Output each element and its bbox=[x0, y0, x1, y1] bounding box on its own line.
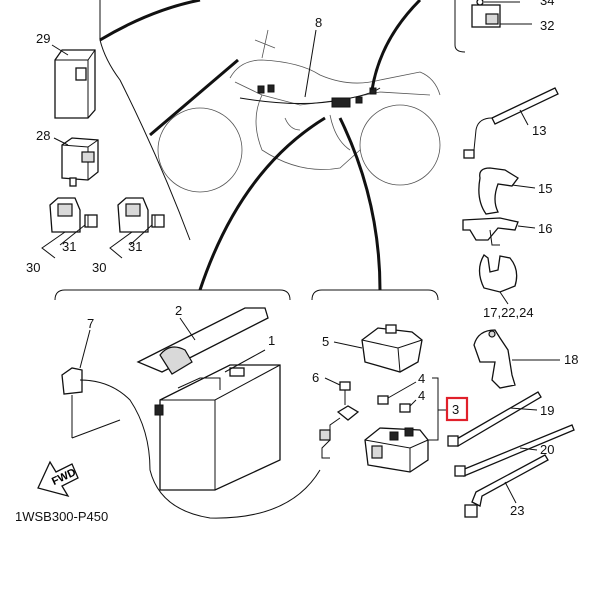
part-29-control-unit bbox=[54, 49, 96, 119]
part-28-relay bbox=[61, 137, 99, 187]
part-18-clamp bbox=[473, 329, 560, 389]
label-23: 23 bbox=[510, 503, 524, 518]
label-18: 18 bbox=[564, 352, 578, 367]
label-4-lower: 4 bbox=[418, 388, 425, 403]
label-4-upper: 4 bbox=[418, 371, 425, 386]
label-15: 15 bbox=[538, 181, 552, 196]
part-20-cable-tie bbox=[454, 424, 575, 477]
label-30-right: 30 bbox=[92, 260, 106, 275]
drawing-code: 1WSB300-P450 bbox=[15, 509, 108, 524]
label-13: 13 bbox=[532, 123, 546, 138]
fwd-arrow-icon: FWD bbox=[37, 460, 79, 498]
part-31-connector-left bbox=[49, 197, 98, 233]
label-1: 1 bbox=[268, 333, 275, 348]
label-31-left: 31 bbox=[62, 239, 76, 254]
label-3[interactable]: 3 bbox=[452, 402, 459, 417]
part-31-connector-right bbox=[117, 197, 165, 233]
part-16-clamp bbox=[462, 217, 536, 246]
starter-relay bbox=[319, 405, 429, 473]
relay-group-bracket-lower bbox=[311, 289, 439, 301]
part-2-battery-band bbox=[136, 307, 269, 375]
part-7-lead-wire bbox=[61, 329, 321, 519]
label-2: 2 bbox=[175, 303, 182, 318]
part-19-cable-tie bbox=[447, 391, 542, 447]
part-6-bolt bbox=[324, 377, 351, 405]
part-4-fuses bbox=[377, 381, 417, 413]
label-7: 7 bbox=[87, 316, 94, 331]
label-28: 28 bbox=[36, 128, 50, 143]
part-17-22-24-clamp bbox=[478, 254, 518, 305]
guide-lines bbox=[99, 0, 422, 291]
part-15-clamp bbox=[478, 167, 536, 215]
part-1-battery bbox=[154, 349, 281, 491]
relay-group-bracket bbox=[99, 0, 191, 241]
label-34: 34 bbox=[540, 0, 554, 8]
label-5: 5 bbox=[322, 334, 329, 349]
label-32: 32 bbox=[540, 18, 554, 33]
label-30-left: 30 bbox=[26, 260, 40, 275]
label-31-right: 31 bbox=[128, 239, 142, 254]
battery-group-bracket bbox=[54, 289, 291, 301]
motorcycle-outline bbox=[157, 29, 441, 193]
part-32-connector bbox=[454, 0, 532, 53]
label-8: 8 bbox=[315, 15, 322, 30]
label-29: 29 bbox=[36, 31, 50, 46]
label-19: 19 bbox=[540, 403, 554, 418]
label-6: 6 bbox=[312, 370, 319, 385]
label-16: 16 bbox=[538, 221, 552, 236]
highlight-box-part-3[interactable] bbox=[445, 396, 469, 422]
part-23-clip bbox=[464, 454, 549, 518]
part-13-cable-tie bbox=[463, 87, 559, 159]
label-17-22-24: 17,22,24 bbox=[483, 305, 534, 320]
part-5-relay-cover bbox=[333, 324, 423, 373]
label-20: 20 bbox=[540, 442, 554, 457]
